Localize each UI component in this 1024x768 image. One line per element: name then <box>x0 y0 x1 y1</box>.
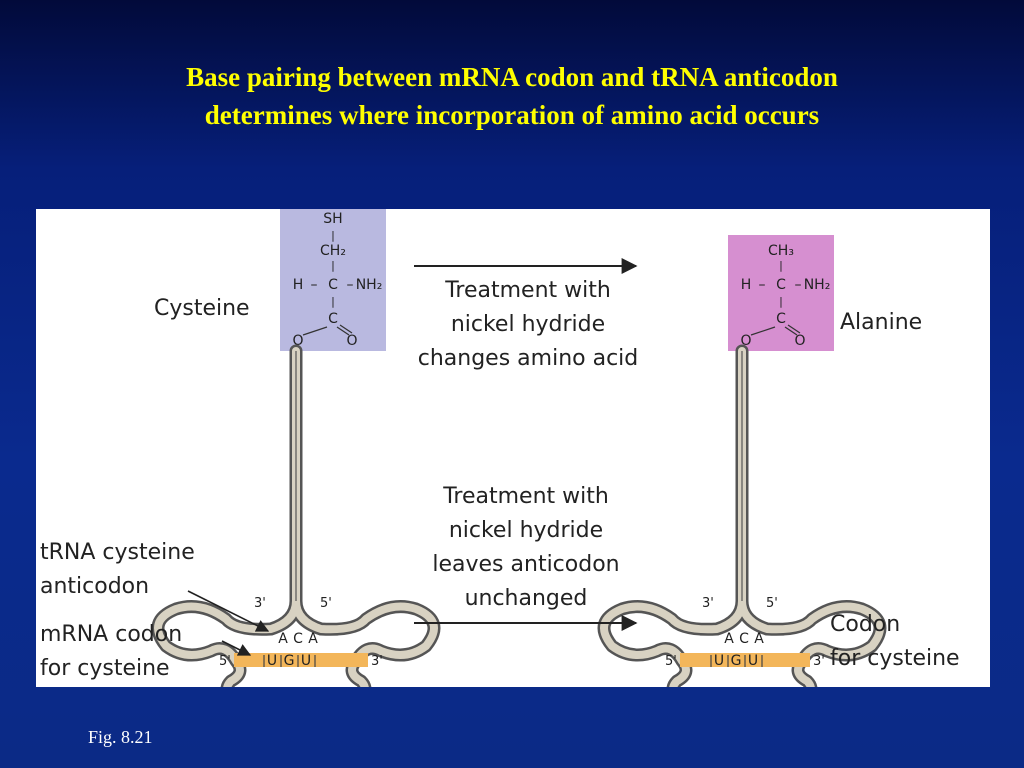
ala-nh2: NH₂ <box>804 277 831 293</box>
cys-bond-5: | <box>331 295 335 308</box>
right-anticodon-2: C <box>739 631 749 647</box>
ala-h: H <box>741 277 752 293</box>
treatment-top-text: Treatment with nickel hydride changes am… <box>418 278 639 371</box>
treatment-top-line-3: changes amino acid <box>418 346 639 371</box>
right-codon-3: U <box>748 653 758 669</box>
left-mrna-3prime: 3' <box>371 654 383 669</box>
mrna-label-line-2: for cysteine <box>40 656 170 681</box>
ala-o-right: O <box>794 333 805 349</box>
left-codon: U G U <box>267 653 311 669</box>
ala-bond-co-right <box>784 326 798 336</box>
right-anticodon-1: A <box>724 631 734 647</box>
treatment-bottom-text: Treatment with nickel hydride leaves ant… <box>432 484 619 611</box>
title-line-2: determines where incorporation of amino … <box>204 100 820 130</box>
treatment-bottom-line-2: nickel hydride <box>449 518 603 543</box>
cys-bond-co-right <box>336 326 350 336</box>
left-anticodon-3: A <box>308 631 318 647</box>
cys-o-right: O <box>346 333 357 349</box>
slide-title: Base pairing between mRNA codon and tRNA… <box>0 58 1024 134</box>
left-mrna-5prime: 5' <box>219 654 231 669</box>
cys-bond-4: – <box>347 277 354 293</box>
cys-ch2: CH₂ <box>320 243 346 259</box>
left-codon-1: U <box>267 653 277 669</box>
ala-bond-4: | <box>779 295 783 308</box>
left-anticodon-1: A <box>278 631 288 647</box>
left-trna-5prime: 5' <box>320 596 332 611</box>
trna-label-pointer <box>187 590 270 632</box>
trna-anticodon-label: tRNA cysteine anticodon <box>40 540 195 599</box>
figure-caption: Fig. 8.21 <box>88 727 153 747</box>
cys-o-left: O <box>292 333 303 349</box>
right-codon-1: U <box>714 653 724 669</box>
mrna-codon-label: mRNA codon for cysteine <box>40 622 182 681</box>
left-anticodon: A C A <box>278 631 318 647</box>
left-trna-3prime: 3' <box>254 596 266 611</box>
ala-bond-2: – <box>759 277 766 293</box>
right-codon: U G U <box>714 653 758 669</box>
right-anticodon-3: A <box>754 631 764 647</box>
treatment-top-line-2: nickel hydride <box>451 312 605 337</box>
right-trna-5prime: 5' <box>766 596 778 611</box>
ala-bond-1: | <box>779 259 783 272</box>
treatment-bottom-line-4: unchanged <box>465 586 588 611</box>
cys-bond-2: | <box>331 259 335 272</box>
codon-label-line-2: for cysteine <box>830 646 960 671</box>
mrna-label-line-1: mRNA codon <box>40 622 182 647</box>
treatment-bottom-line-1: Treatment with <box>442 484 609 509</box>
cys-h: H <box>293 277 304 293</box>
alanine-structure: CH₃ | H – C – NH₂ | C O O <box>740 243 830 349</box>
left-codon-2: G <box>284 653 295 669</box>
left-codon-3: U <box>301 653 311 669</box>
cys-bond-co-double <box>339 324 353 334</box>
right-codon-dividers <box>710 655 763 667</box>
cysteine-label: Cysteine <box>154 296 250 321</box>
trna-label-line-2: anticodon <box>40 574 149 599</box>
ala-bond-co-left <box>750 326 776 336</box>
cys-nh2: NH₂ <box>356 277 383 293</box>
cys-bond-co-left <box>302 326 328 336</box>
cys-c2: C <box>328 311 338 327</box>
cysteine-box <box>280 209 386 351</box>
trna-diagram: SH | CH₂ | H – C – NH₂ | C O O CH₃ | H –… <box>40 209 960 687</box>
title-line-1: Base pairing between mRNA codon and tRNA… <box>186 62 838 92</box>
cys-bond-3: – <box>311 277 318 293</box>
left-codon-dividers <box>263 655 316 667</box>
alanine-box <box>728 235 834 351</box>
codon-label-line-1: Codon <box>830 612 900 637</box>
ala-ch3: CH₃ <box>768 243 794 259</box>
cys-c: C <box>328 277 338 293</box>
treatment-bottom-line-3: leaves anticodon <box>432 552 619 577</box>
alanine-label: Alanine <box>840 310 922 335</box>
left-mrna-strand <box>234 653 368 667</box>
ala-c: C <box>776 277 786 293</box>
ala-o-left: O <box>740 333 751 349</box>
cysteine-structure: SH | CH₂ | H – C – NH₂ | C O O <box>292 211 382 349</box>
diagram-panel: SH | CH₂ | H – C – NH₂ | C O O CH₃ | H –… <box>36 209 990 687</box>
codon-cysteine-label: Codon for cysteine <box>830 612 960 671</box>
trna-label-line-1: tRNA cysteine <box>40 540 195 565</box>
cys-sh: SH <box>323 211 342 227</box>
ala-bond-co-double <box>787 324 801 334</box>
left-anticodon-2: C <box>293 631 303 647</box>
right-mrna-5prime: 5' <box>665 654 677 669</box>
ala-c2: C <box>776 311 786 327</box>
right-trna-3prime: 3' <box>702 596 714 611</box>
right-codon-2: G <box>731 653 742 669</box>
ala-bond-3: – <box>795 277 802 293</box>
treatment-top-line-1: Treatment with <box>444 278 611 303</box>
right-anticodon: A C A <box>724 631 764 647</box>
cys-bond-1: | <box>331 229 335 242</box>
right-mrna-3prime: 3' <box>813 654 825 669</box>
mrna-label-pointer <box>221 640 252 656</box>
